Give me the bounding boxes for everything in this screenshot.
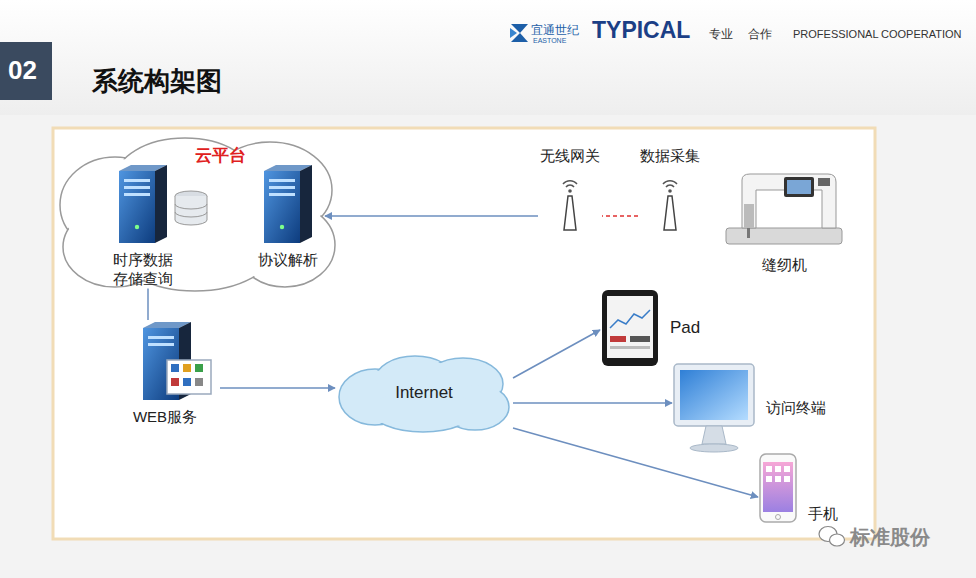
- wechat-icon: [819, 527, 845, 547]
- node-label: 访问终端: [766, 399, 826, 418]
- server-box: 时序数据 存储查询: [105, 163, 180, 289]
- header-band: [0, 0, 976, 115]
- section-tab: [0, 42, 52, 100]
- device-box: 访问终端: [672, 362, 852, 454]
- node-label: 无线网关: [538, 147, 602, 166]
- cloud-platform: 云平台时序数据 存储查询 协议解析: [55, 135, 340, 293]
- slogan: 专业: [709, 26, 733, 43]
- node-label: 云平台: [195, 145, 246, 166]
- node-label: Pad: [670, 317, 700, 338]
- sewing-machine: 缝纫机: [722, 168, 847, 275]
- antenna-box: 数据采集: [638, 147, 702, 232]
- diagram-panel: [53, 128, 875, 539]
- slogan: 合作: [748, 26, 772, 43]
- node-label: 缝纫机: [722, 256, 847, 275]
- connector: [513, 402, 672, 404]
- node-label: 协议解析: [250, 251, 325, 270]
- connector: [513, 330, 600, 378]
- slogan-en: COOPERATION: [881, 28, 961, 40]
- node-label: Internet: [395, 382, 453, 403]
- connector: [325, 215, 538, 217]
- antenna-box: 无线网关: [538, 147, 602, 232]
- internet-cloud: Internet: [335, 352, 513, 434]
- node-label: 手机: [808, 505, 838, 524]
- brand-logo: TYPICAL: [592, 17, 690, 44]
- logo-mark: [510, 24, 528, 42]
- web-server: WEB服务: [110, 320, 220, 427]
- node-label: 数据采集: [638, 147, 702, 166]
- company-name: 宜通世纪: [531, 22, 579, 39]
- device-box: Pad: [600, 288, 712, 368]
- device-box: 手机: [758, 452, 868, 524]
- server-box: 协议解析: [250, 163, 325, 270]
- node-label: WEB服务: [110, 408, 220, 427]
- node-label: 时序数据 存储查询: [105, 251, 180, 289]
- slogan-en: PROFESSIONAL: [793, 28, 879, 40]
- watermark: 标准股份: [850, 524, 930, 551]
- connector: [147, 289, 149, 321]
- connector: [602, 215, 638, 217]
- section-number: 02: [8, 55, 37, 86]
- slide-title: 系统构架图: [92, 64, 222, 99]
- connector: [220, 387, 335, 389]
- company-name-en: EASTONE: [533, 37, 566, 44]
